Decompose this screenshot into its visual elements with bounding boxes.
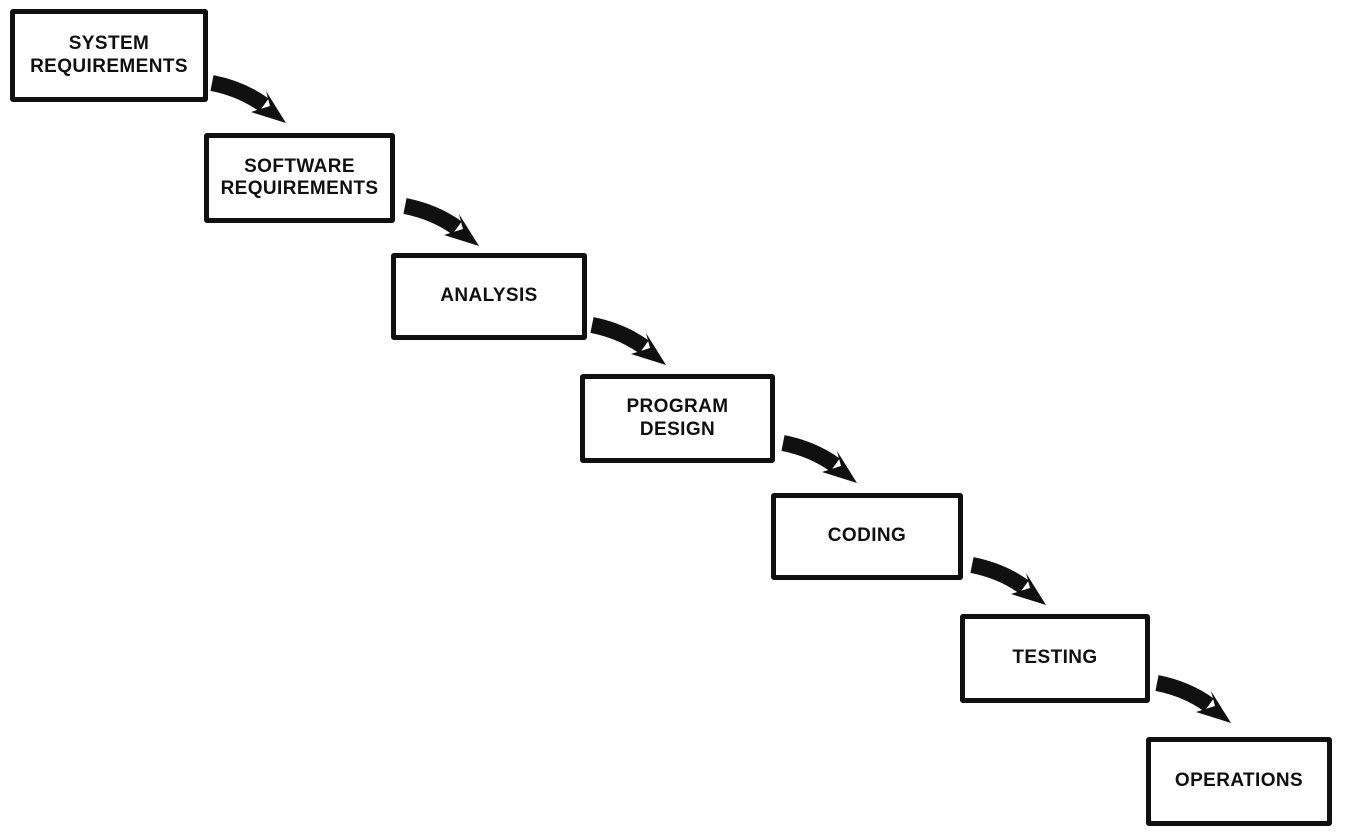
stage-label: ANALYSIS <box>440 285 538 307</box>
stage-box-system-requirements: SYSTEM REQUIREMENTS <box>10 9 208 102</box>
stage-box-program-design: PROGRAM DESIGN <box>580 374 775 463</box>
stage-label: SYSTEM REQUIREMENTS <box>30 33 188 77</box>
stage-label: CODING <box>827 525 907 547</box>
stage-box-testing: TESTING <box>960 614 1150 703</box>
flow-arrow-icon <box>403 198 479 246</box>
flow-arrow-icon <box>590 317 666 365</box>
stage-box-operations: OPERATIONS <box>1146 737 1332 826</box>
stage-label: SOFTWARE REQUIREMENTS <box>220 155 379 199</box>
flow-arrow-icon <box>970 557 1046 605</box>
stage-label: OPERATIONS <box>1174 770 1304 792</box>
stage-box-software-requirements: SOFTWARE REQUIREMENTS <box>204 133 395 223</box>
flow-arrow-icon <box>1155 675 1231 723</box>
stage-label: TESTING <box>1012 647 1098 669</box>
stage-box-analysis: ANALYSIS <box>391 253 587 340</box>
stage-box-coding: CODING <box>771 493 963 580</box>
flow-arrow-icon <box>781 435 857 483</box>
flow-arrow-icon <box>210 75 286 123</box>
stage-label: PROGRAM DESIGN <box>626 396 729 440</box>
